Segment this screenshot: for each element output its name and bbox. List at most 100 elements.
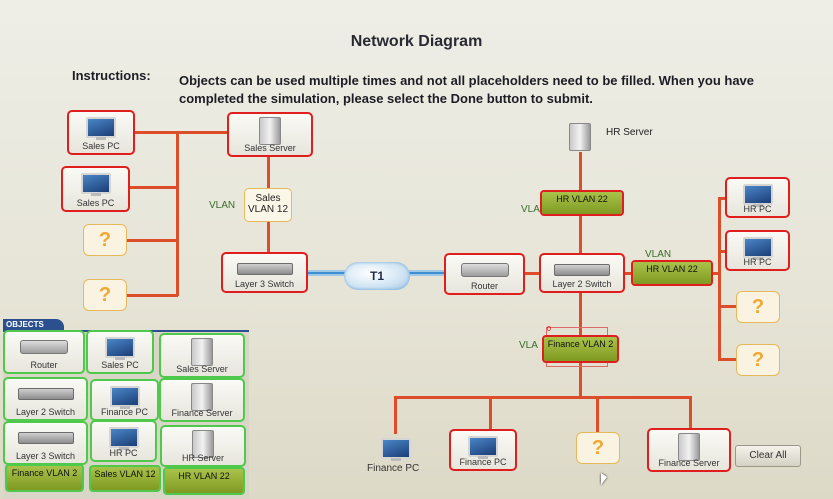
finance-pc-node (378, 433, 414, 461)
sales-wire (128, 186, 178, 189)
finance-wire (596, 396, 599, 432)
hr-wire (718, 358, 736, 361)
sales-wire (127, 239, 178, 242)
object-label: Router (30, 360, 58, 370)
hr-vlan-slot[interactable]: HR VLAN 22 (540, 190, 624, 216)
object-label: Finance PC (100, 407, 149, 417)
server-icon (569, 123, 591, 151)
finance-wire (689, 396, 692, 430)
node-label: Sales Server (244, 143, 296, 153)
object-finance-server[interactable]: Finance Server (159, 378, 245, 422)
t1-cloud: T1 (344, 262, 410, 290)
vlan-side-label: VLA (519, 340, 538, 351)
object-label: Layer 2 Switch (15, 407, 76, 417)
finance-vlan-slot[interactable]: Finance VLAN 2 (542, 335, 619, 363)
page-title: Network Diagram (350, 33, 483, 50)
hr-trunk-wire (718, 197, 721, 361)
node-label: Router (470, 281, 498, 291)
server-icon (192, 430, 214, 458)
pc-icon (86, 117, 116, 140)
object-hr-pc[interactable]: HR PC (90, 420, 157, 462)
object-label: Finance Server (171, 408, 233, 418)
finance-trunk-wire (394, 396, 692, 399)
object-sales-server[interactable]: Sales Server (159, 333, 245, 378)
hr-server-label: HR Server (606, 127, 653, 138)
node-label: HR PC (743, 257, 772, 267)
empty-placeholder-slot[interactable]: ? (83, 224, 127, 256)
t1-link-right (408, 270, 448, 276)
instructions-label: Instructions: (72, 68, 151, 83)
empty-placeholder-slot[interactable]: ? (83, 279, 127, 311)
server-icon (191, 383, 213, 411)
object-sales-pc[interactable]: Sales PC (86, 330, 154, 374)
clear-all-button[interactable]: Clear All (735, 445, 801, 467)
layer3-switch-slot[interactable]: Layer 3 Switch (221, 252, 308, 293)
router-icon (20, 340, 68, 354)
hr-server-node (562, 120, 598, 152)
empty-placeholder-slot[interactable]: ? (736, 291, 780, 323)
objects-tab: OBJECTS (3, 319, 64, 331)
hr-pc-slot[interactable]: HR PC (725, 177, 790, 218)
switch-icon (17, 388, 74, 400)
object-label: HR Server (181, 453, 224, 463)
node-label: Layer 3 Switch (234, 279, 295, 289)
node-label: Finance Server (658, 458, 720, 468)
router-slot[interactable]: Router (444, 253, 525, 295)
mouse-cursor-icon (601, 473, 607, 485)
object-label: Sales Server (176, 364, 228, 374)
object-layer2-switch[interactable]: Layer 2 Switch (3, 377, 88, 421)
object-hr-server[interactable]: HR Server (160, 425, 246, 467)
node-label: Sales PC (76, 198, 115, 208)
sales-pc-slot[interactable]: Sales PC (61, 166, 130, 212)
hr-wire (718, 250, 728, 253)
empty-placeholder-slot[interactable]: ? (576, 432, 620, 464)
object-hr-vlan[interactable]: HR VLAN 22 (163, 467, 245, 495)
pc-icon (109, 386, 140, 409)
pc-icon (468, 436, 498, 459)
empty-placeholder-slot[interactable]: ? (736, 344, 780, 376)
server-icon (191, 338, 213, 366)
finance-pc-label: Finance PC (367, 463, 420, 474)
server-icon (259, 117, 281, 145)
object-sales-vlan[interactable]: Sales VLAN 12 (89, 465, 161, 492)
drop-marker: 0 (547, 326, 551, 333)
finance-pc-slot[interactable]: Finance PC (449, 429, 517, 471)
node-label: Layer 2 Switch (552, 279, 612, 289)
object-router[interactable]: Router (3, 330, 85, 374)
instructions-text: Objects can be used multiple times and n… (179, 73, 755, 106)
pc-icon (108, 427, 139, 450)
hr-wire (718, 197, 728, 200)
object-label: HR PC (109, 448, 138, 458)
sales-pc-slot[interactable]: Sales PC (67, 110, 135, 155)
object-layer3-switch[interactable]: Layer 3 Switch (3, 421, 88, 465)
vlan-side-label: VLAN (209, 200, 236, 211)
hr-pc-slot[interactable]: HR PC (725, 230, 790, 271)
t1-link-left (306, 270, 346, 276)
vlan-side-label: VLAN (645, 249, 672, 260)
pc-icon (80, 173, 111, 196)
sales-wire (127, 294, 178, 297)
sales-vlan-slot[interactable]: Sales VLAN 12 (244, 188, 292, 222)
object-finance-vlan[interactable]: Finance VLAN 2 (5, 464, 84, 492)
hr-vlan-slot[interactable]: HR VLAN 22 (631, 260, 713, 286)
object-finance-pc[interactable]: Finance PC (90, 379, 159, 421)
sales-wire (133, 131, 229, 134)
finance-wire (394, 396, 397, 434)
pc-icon (742, 184, 773, 207)
node-label: Sales PC (82, 141, 120, 151)
pc-icon (742, 237, 773, 260)
switch-icon (17, 432, 74, 444)
node-label: Finance PC (459, 457, 507, 467)
finance-vlan-wire (579, 290, 582, 338)
sales-trunk-wire (176, 131, 179, 296)
switch-icon (554, 264, 610, 276)
sales-server-slot[interactable]: Sales Server (227, 112, 313, 157)
router-switch-wire (522, 272, 542, 275)
switch-icon (236, 263, 293, 275)
node-label: HR PC (743, 204, 772, 214)
finance-server-slot[interactable]: Finance Server (647, 428, 731, 472)
pc-icon (105, 337, 135, 360)
layer2-switch-slot[interactable]: Layer 2 Switch (539, 253, 625, 293)
server-icon (678, 433, 700, 461)
